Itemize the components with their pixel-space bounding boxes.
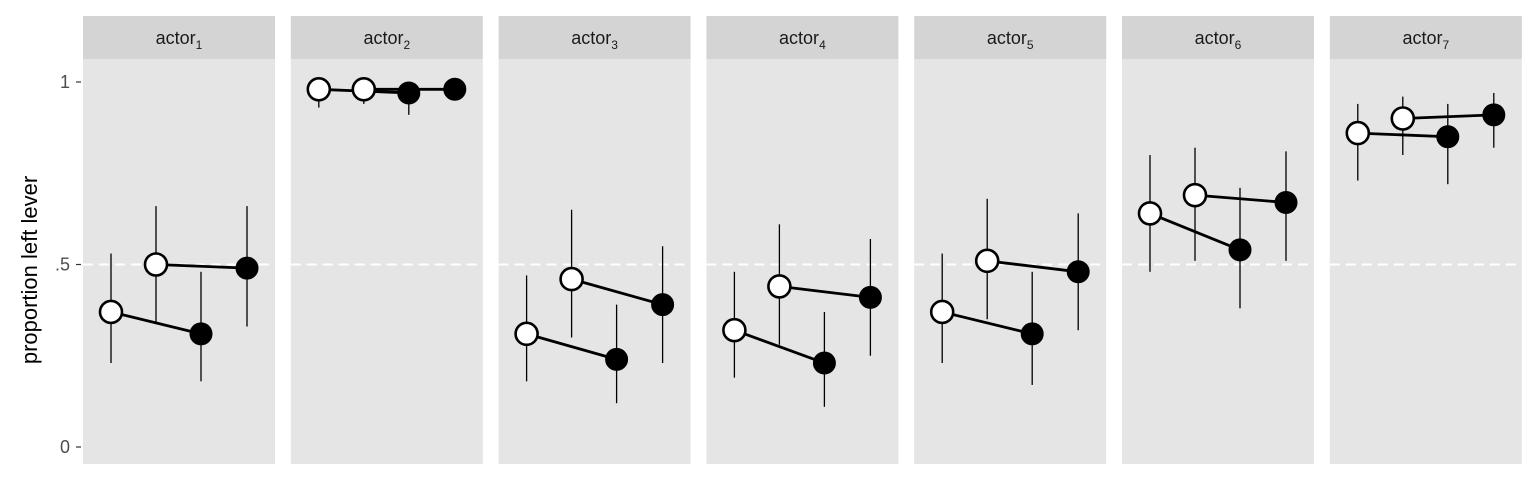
y-tick-label: .5: [55, 255, 70, 275]
y-tick-label: 0: [60, 437, 70, 457]
y-axis: 0.51: [55, 72, 81, 457]
filled-point: [1274, 190, 1298, 214]
connecting-line: [779, 285, 871, 299]
open-point: [767, 274, 792, 299]
facet-strip-label: actor5: [987, 28, 1034, 52]
facet-panel: actor7: [1329, 16, 1522, 464]
connecting-line: [733, 328, 825, 365]
open-point: [143, 252, 169, 277]
facet-panel: actor3: [498, 16, 691, 464]
connecting-line: [987, 259, 1079, 274]
filled-point: [1020, 322, 1044, 346]
connecting-line: [110, 310, 202, 336]
open-point: [514, 321, 539, 347]
connecting-line: [1357, 131, 1448, 139]
facet-strip: [498, 16, 691, 59]
facet-panel: actor5: [914, 16, 1107, 464]
facet-strip: [1122, 16, 1314, 59]
open-point: [559, 266, 584, 292]
facet-strip-label: actor3: [571, 28, 618, 52]
facet-panel: actor2: [290, 16, 483, 464]
facet-strip: [1329, 16, 1522, 59]
facet-panel: actor1: [83, 16, 275, 464]
filled-point: [1066, 260, 1090, 284]
facet-strip-label: actor7: [1402, 28, 1449, 52]
connecting-line: [155, 263, 248, 270]
y-tick-label: 1: [60, 72, 70, 92]
filled-point: [812, 351, 836, 375]
filled-point: [605, 347, 629, 371]
open-point: [722, 317, 747, 343]
facet-panel: actor6: [1122, 16, 1314, 464]
panel-background: [290, 59, 483, 464]
panel-background: [706, 59, 899, 464]
filled-point: [858, 285, 882, 309]
panel-background: [498, 59, 691, 464]
connecting-line: [1149, 212, 1241, 252]
facet-strip: [706, 16, 899, 59]
open-point: [98, 299, 124, 325]
filled-point: [1482, 103, 1506, 127]
open-point: [929, 299, 955, 325]
facet-strip-label: actor6: [1195, 28, 1242, 52]
facet-strip-label: actor4: [779, 28, 826, 52]
filled-point: [651, 293, 675, 317]
facet-strip-label: actor2: [363, 28, 410, 52]
connecting-line: [571, 277, 663, 306]
facet-strip-label: actor1: [156, 28, 203, 52]
filled-point: [1436, 125, 1460, 149]
filled-point: [1228, 238, 1252, 262]
connecting-line: [526, 332, 617, 361]
facet-panel: actor4: [706, 16, 899, 464]
filled-point: [189, 322, 213, 346]
open-point: [1345, 120, 1371, 146]
open-point: [351, 77, 377, 102]
facet-strip: [83, 16, 275, 59]
connecting-line: [1194, 193, 1287, 204]
filled-point: [443, 77, 467, 101]
connecting-line: [941, 310, 1033, 336]
facet-panels: actor1 actor2 actor3 actor4 actor5 actor6 acto…: [83, 16, 1522, 464]
open-point: [1137, 201, 1163, 226]
filled-point: [397, 81, 421, 105]
open-point: [1390, 106, 1416, 131]
open-point: [1182, 182, 1208, 208]
y-axis-title: proportion left lever: [17, 176, 42, 364]
open-point: [306, 77, 332, 102]
facet-strip: [290, 16, 483, 59]
facet-strip: [914, 16, 1107, 59]
connecting-line: [1402, 113, 1494, 120]
panel-background: [1122, 59, 1314, 464]
open-point: [974, 248, 1000, 274]
filled-point: [235, 256, 259, 280]
